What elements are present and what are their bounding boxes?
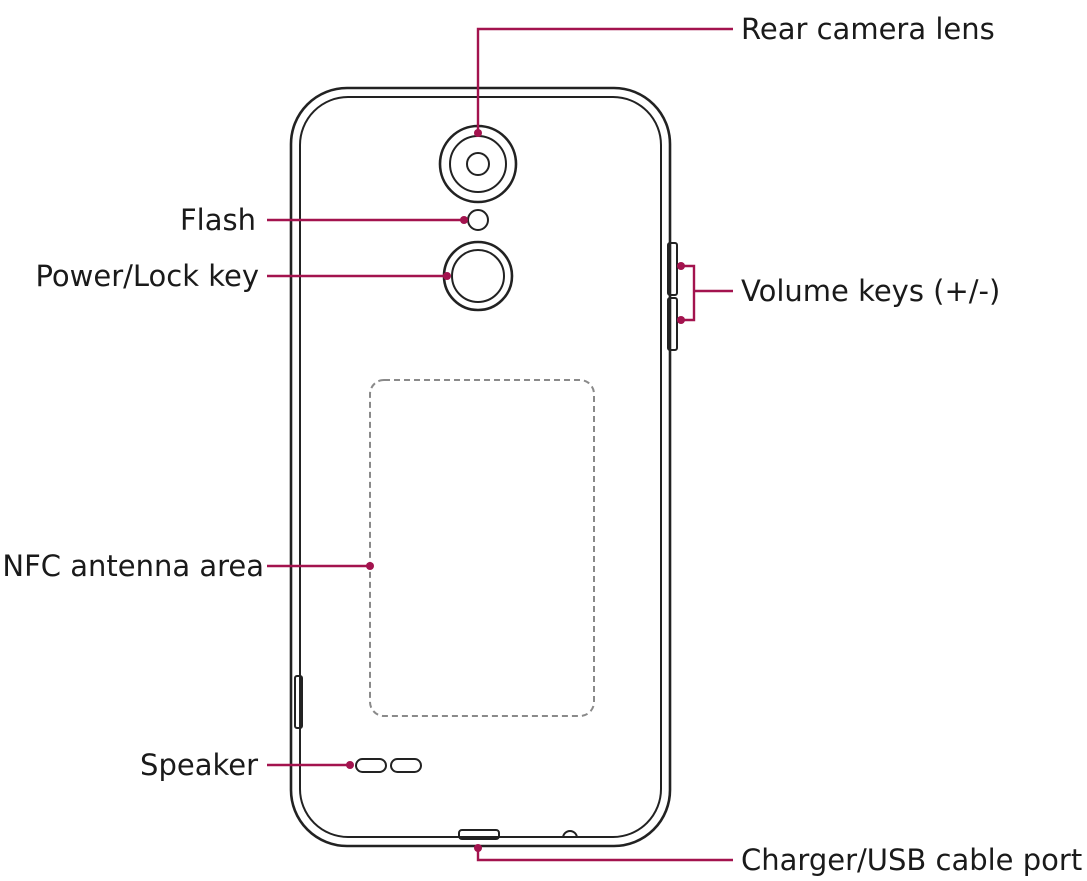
volume-up-key bbox=[667, 242, 678, 296]
mic-hole-icon bbox=[562, 830, 578, 839]
dot-flash bbox=[460, 216, 468, 224]
dot-power-key bbox=[443, 272, 451, 280]
camera-ring-outer bbox=[438, 124, 518, 204]
bottom-ports bbox=[458, 829, 578, 840]
speaker-grille-right bbox=[390, 758, 422, 773]
dot-rear-camera bbox=[474, 129, 482, 137]
dot-usb-port bbox=[474, 844, 482, 852]
label-power-lock-key: Power/Lock key bbox=[35, 259, 259, 293]
nfc-antenna-area bbox=[369, 379, 595, 717]
label-nfc-antenna-area: NFC antenna area bbox=[2, 549, 264, 583]
label-charger-usb-port: Charger/USB cable port bbox=[741, 843, 1082, 877]
speaker-grille-left bbox=[355, 758, 387, 773]
camera-lens-icon bbox=[466, 152, 490, 176]
label-volume-keys: Volume keys (+/-) bbox=[741, 274, 1000, 308]
power-lock-key bbox=[442, 240, 514, 312]
label-rear-camera-lens: Rear camera lens bbox=[741, 12, 995, 46]
speaker bbox=[355, 758, 422, 773]
leader-usb-port bbox=[476, 848, 733, 862]
leader-rear-camera bbox=[476, 27, 733, 133]
camera-ring-inner bbox=[449, 135, 507, 193]
side-buttons bbox=[294, 242, 678, 729]
power-key-ring-outer bbox=[442, 240, 514, 312]
phone-inner-edge bbox=[299, 96, 662, 838]
dot-speaker bbox=[346, 761, 354, 769]
label-speaker: Speaker bbox=[140, 748, 258, 782]
dot-volume-down bbox=[677, 316, 685, 324]
dot-nfc bbox=[366, 562, 374, 570]
label-flash: Flash bbox=[180, 203, 256, 237]
callout-labels: Rear camera lens Flash Power/Lock key Vo… bbox=[2, 12, 1082, 877]
rear-camera bbox=[438, 124, 518, 204]
dot-volume-up bbox=[677, 262, 685, 270]
power-key-ring-inner bbox=[451, 249, 505, 303]
volume-down-key bbox=[667, 297, 678, 351]
left-side-slot bbox=[294, 675, 303, 729]
usb-port-icon bbox=[458, 829, 500, 840]
leader-volume-bracket bbox=[681, 264, 696, 322]
callout-leaders bbox=[267, 27, 733, 862]
flash-icon bbox=[467, 209, 489, 231]
